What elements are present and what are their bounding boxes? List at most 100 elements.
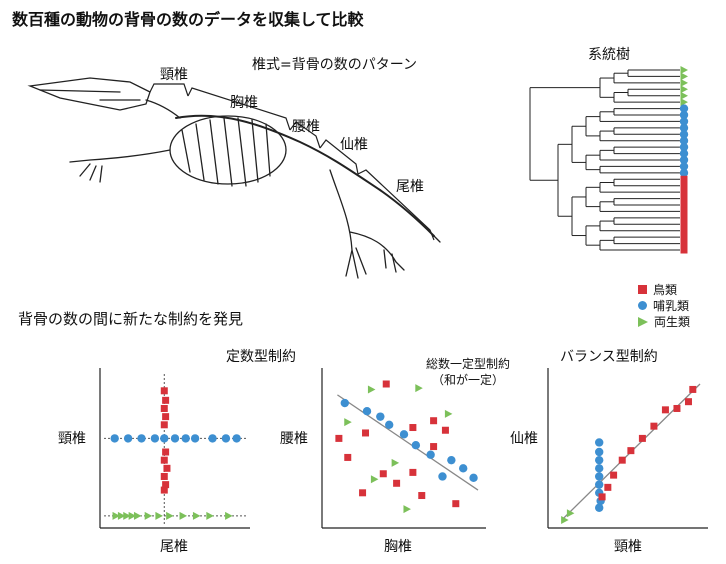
- data-point-bird: [418, 492, 426, 500]
- square-marker-icon: [638, 285, 647, 294]
- data-point-bird: [160, 456, 168, 464]
- legend-label-amphibian: 両生類: [654, 315, 691, 329]
- data-point-bird: [409, 424, 417, 432]
- tree-tip-bird: [680, 227, 688, 235]
- data-point-bird: [162, 448, 170, 456]
- data-point-mammal: [459, 464, 468, 473]
- data-point-bird: [409, 468, 417, 476]
- data-point-bird: [163, 464, 171, 472]
- data-point-amphibian: [192, 511, 201, 520]
- chart2-title: 総数一定型制約 （和が一定）: [425, 357, 510, 387]
- tree-tip-mammal: [679, 155, 689, 165]
- data-point-mammal: [595, 438, 604, 447]
- data-point-bird: [335, 434, 343, 442]
- tree-tip-mammal: [679, 142, 689, 152]
- legend-label-bird: 鳥類: [653, 283, 678, 297]
- data-point-mammal: [160, 434, 169, 443]
- region-label-caudal: 尾椎: [396, 179, 424, 195]
- data-point-amphibian: [391, 458, 400, 467]
- data-point-bird: [160, 404, 168, 412]
- data-point-mammal: [469, 473, 478, 483]
- data-point-mammal: [447, 455, 456, 465]
- skull-shape: [27, 77, 151, 111]
- data-point-mammal: [232, 434, 241, 443]
- data-point-mammal: [362, 407, 372, 416]
- spine: [175, 114, 435, 237]
- data-point-bird: [661, 406, 669, 414]
- data-point-amphibian: [206, 511, 214, 520]
- chart1-xlabel: 尾椎: [160, 539, 188, 555]
- data-point-mammal: [595, 503, 604, 512]
- data-point-mammal: [181, 434, 190, 443]
- data-point-mammal: [150, 434, 160, 443]
- data-point-amphibian: [403, 505, 411, 514]
- data-point-amphibian: [415, 384, 423, 393]
- data-point-mammal: [426, 450, 435, 459]
- tree-tip-bird: [680, 240, 688, 248]
- data-point-bird: [160, 387, 168, 395]
- region-label-cervical: 頸椎: [160, 67, 188, 83]
- tree-tip-bird: [680, 220, 688, 228]
- tree-tip-amphibian: [680, 85, 688, 94]
- tree-tip-amphibian: [680, 91, 688, 100]
- data-point-mammal: [438, 472, 447, 481]
- data-point-amphibian: [444, 409, 453, 418]
- tree-tip-mammal: [679, 117, 689, 126]
- data-point-amphibian: [133, 511, 142, 520]
- data-point-bird: [162, 481, 170, 489]
- tree-tip-amphibian: [680, 98, 688, 107]
- tree-tip-mammal: [679, 110, 689, 120]
- data-point-amphibian: [561, 516, 569, 524]
- chart3-ylabel: 仙椎: [510, 431, 538, 447]
- legend-item-bird: 鳥類: [638, 281, 677, 298]
- data-point-amphibian: [370, 475, 379, 484]
- data-point-bird: [627, 447, 635, 455]
- data-point-mammal: [123, 434, 133, 443]
- data-point-bird: [618, 456, 626, 464]
- circle-marker-icon: [638, 301, 647, 310]
- tree-tip-mammal: [679, 149, 689, 158]
- guide-line-diagonal: [337, 394, 479, 491]
- data-point-bird: [673, 404, 681, 412]
- data-point-mammal: [411, 441, 421, 450]
- data-point-mammal: [595, 447, 604, 457]
- data-point-bird: [359, 489, 367, 497]
- front-limb: [69, 149, 171, 183]
- data-point-bird: [382, 380, 390, 388]
- data-point-mammal: [595, 480, 604, 489]
- data-point-bird: [344, 453, 352, 461]
- tree-tip-bird: [680, 195, 688, 203]
- tree-tip-amphibian: [680, 72, 688, 81]
- data-point-bird: [604, 483, 612, 491]
- data-point-mammal: [595, 472, 604, 481]
- tree-tip-amphibian: [680, 66, 688, 74]
- chart2-xlabel: 胸椎: [384, 539, 412, 555]
- data-point-bird: [610, 471, 618, 479]
- data-point-amphibian: [123, 511, 131, 520]
- data-point-mammal: [595, 464, 604, 473]
- data-point-bird: [598, 493, 606, 501]
- data-point-bird: [430, 417, 438, 425]
- data-point-bird: [160, 486, 168, 494]
- chart1-title: 定数型制約: [226, 349, 296, 365]
- triangle-marker-icon: [638, 316, 648, 327]
- data-point-mammal: [340, 398, 349, 408]
- data-point-amphibian: [166, 511, 174, 520]
- tree-tip-mammal: [679, 136, 689, 145]
- data-point-amphibian: [117, 511, 126, 520]
- tree-tip-mammal: [679, 123, 689, 133]
- legend-item-amphibian: 両生類: [638, 313, 690, 330]
- data-point-bird: [362, 429, 370, 437]
- tree-tip-bird: [680, 233, 688, 241]
- tree-tip-bird: [680, 175, 688, 183]
- section-subtitle: 背骨の数の間に新たな制約を発見: [18, 310, 244, 328]
- data-point-bird: [452, 500, 460, 508]
- region-label-thoracic: 胸椎: [230, 95, 258, 111]
- neck-vertebrae: [145, 99, 181, 119]
- tree-tip-bird: [680, 182, 688, 190]
- data-point-mammal: [385, 420, 394, 429]
- figure-title: 数百種の動物の背骨の数のデータを収集して比較: [12, 10, 364, 29]
- tree-tip-mammal: [679, 104, 689, 113]
